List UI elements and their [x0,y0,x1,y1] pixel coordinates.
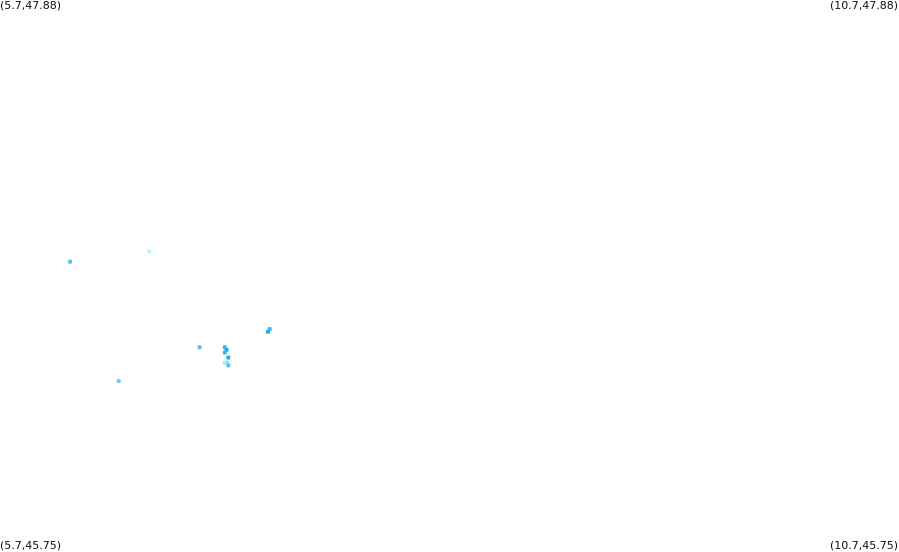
data-point-9 [226,363,231,368]
data-point-2 [116,379,121,383]
corner-coordinate-top-left: (5.7,47.88) [0,0,62,12]
corner-coordinate-top-right: (10.7,47.88) [829,0,898,12]
data-points-layer [68,249,272,383]
data-point-10 [222,360,227,365]
data-point-1 [147,249,152,254]
corner-coordinate-bottom-right: (10.7,45.75) [829,539,898,552]
data-point-7 [226,355,231,360]
data-point-6 [222,350,227,355]
data-point-12 [267,327,272,332]
data-point-3 [197,345,202,350]
corner-coordinate-bottom-left: (5.7,45.75) [0,539,62,552]
data-point-0 [68,259,73,264]
